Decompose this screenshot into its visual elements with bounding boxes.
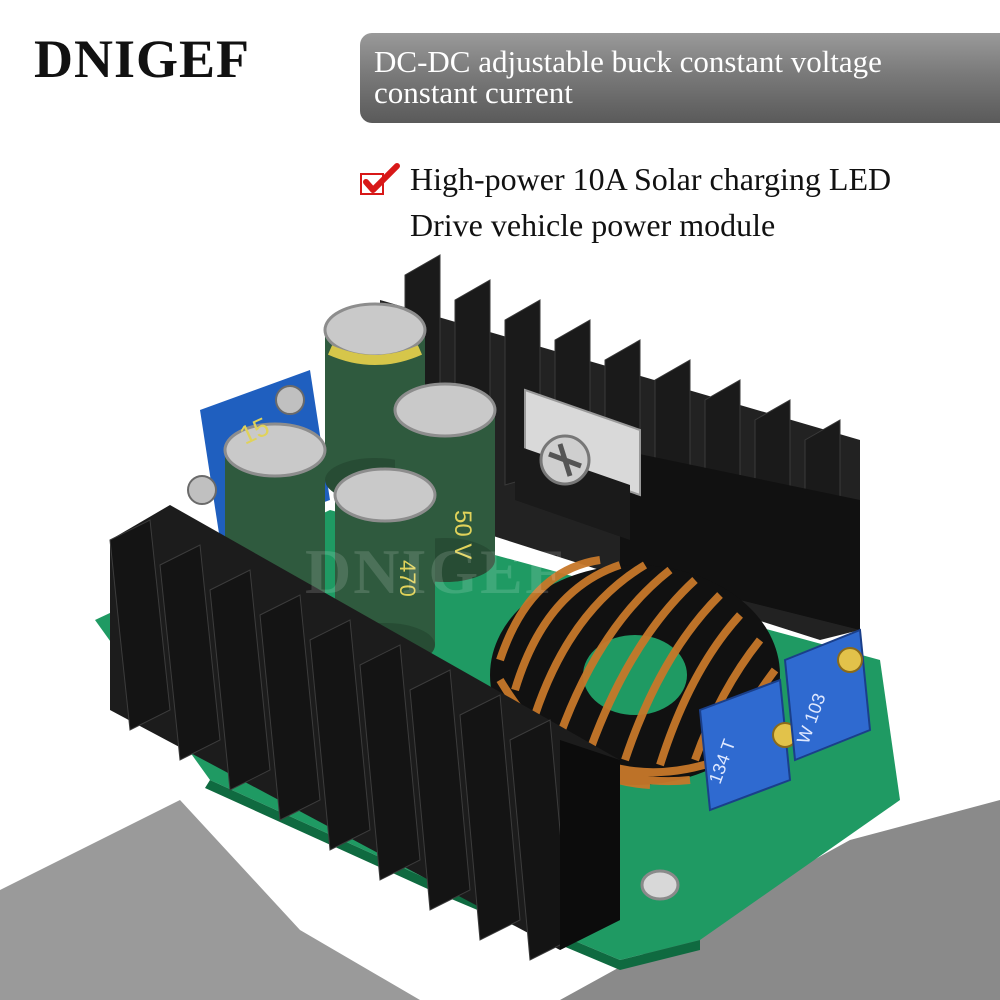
heatsink-fin [209, 569, 271, 791]
title-line-2: constant current [374, 75, 573, 110]
heatsink-fin [309, 619, 371, 851]
heatsink-fin [159, 544, 221, 761]
power-transistor [515, 388, 641, 540]
buck-converter-module-photo: 50 V 15 470 [0, 254, 1000, 1000]
background-shape [0, 800, 420, 1000]
heatsink-fin [359, 644, 421, 881]
terminal-screw [187, 475, 217, 505]
front-heatsink [109, 505, 620, 961]
heatsink-fin [409, 669, 471, 911]
terminal-screw [275, 385, 305, 415]
title-band [360, 33, 1000, 123]
potentiometer: W 103 [783, 628, 872, 762]
feature-line-1: High-power 10A Solar charging LED [410, 161, 892, 197]
heatsink-face [560, 740, 620, 950]
heatsink-fin [459, 694, 521, 941]
capacitor-label: 50 V [449, 510, 476, 559]
capacitor-label: 470 [395, 560, 420, 597]
heatsink-fin [259, 594, 321, 821]
feature-line-2: Drive vehicle power module [410, 207, 776, 243]
brand-logo: DNIGEF [34, 29, 251, 89]
check-icon [360, 163, 400, 195]
product-title: DC-DC adjustable buck constant voltage c… [374, 46, 994, 108]
mounting-hole [640, 869, 680, 901]
heatsink-fin [109, 519, 171, 731]
title-line-1: DC-DC adjustable buck constant voltage [374, 44, 882, 79]
screw-slot [548, 443, 582, 477]
